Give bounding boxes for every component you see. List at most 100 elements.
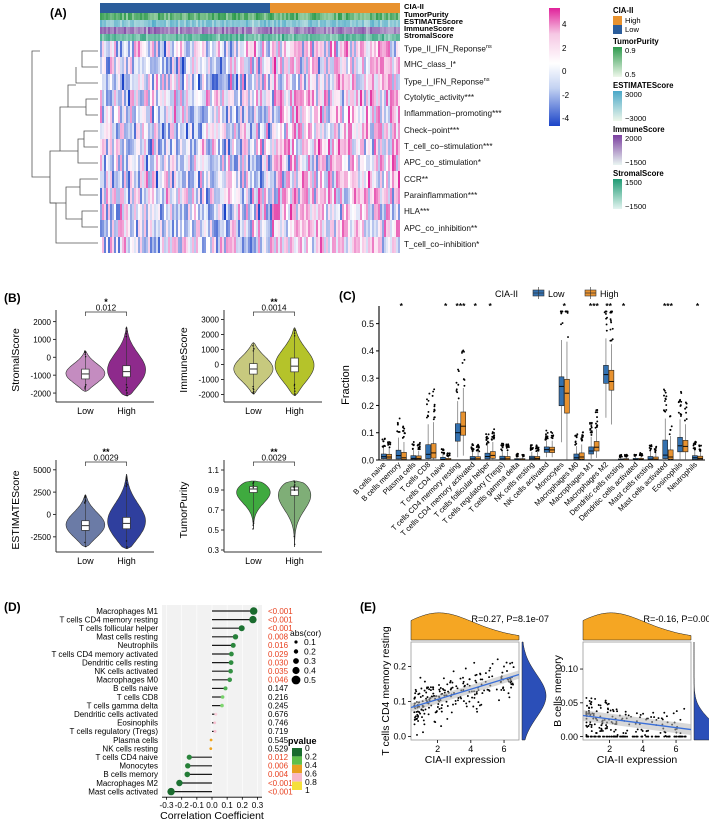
ann-cell-stromalscore [294,34,297,41]
ann-cell-immunescore [332,27,335,34]
heatmap-cell [288,57,291,74]
heatmap-cell [272,57,275,74]
ann-cell-immunescore [382,27,385,34]
ann-cell-immunescore [222,27,225,34]
heatmap-cell [140,171,143,189]
ann-cell-stromalscore [266,34,269,41]
heatmap-cell [288,122,291,140]
scatter-point [683,707,686,710]
heatmap-cell [386,89,389,107]
ann-cell-stromalscore [198,34,201,41]
scatter-point [415,710,418,713]
outlier-point [433,409,436,412]
heatmap-cell [236,57,239,74]
ann-cell-stromalscore [314,34,317,41]
significance-marker: * [474,301,478,311]
ann-cell-immunescore [324,27,327,34]
scatter-point [427,713,430,716]
heatmap-cell [302,41,305,58]
outlier-point [427,410,430,413]
heatmap-cell [340,155,343,172]
size-legend-dot [293,649,299,654]
heatmap-cell [156,171,159,189]
heatmap-cell [372,73,375,91]
heatmap-cell [382,155,385,172]
heatmap-cell [130,138,133,156]
ann-cell-immunescore [134,27,137,34]
heatmap-cell [146,41,149,58]
scatter-point [476,710,479,713]
heatmap-cell [138,41,141,58]
outlier-point [293,489,296,491]
ann-cell-immunescore [150,27,153,34]
x-tick-label: 0.3 [252,801,264,810]
ann-cell-estimatescore [166,20,169,27]
ann-cell-immunescore [314,27,317,34]
heatmap-cell [360,57,363,74]
ann-cell-tumorpurity [254,13,257,20]
boxplot-high [401,425,407,460]
heatmap-cell [306,171,309,189]
heatmap-cell [330,57,333,74]
heatmap-cell [180,106,183,123]
ann-cell-stromalscore [248,34,251,41]
ann-cell-tumorpurity [296,13,299,20]
ann-cell-tumorpurity [390,13,393,20]
heatmap-cell [342,122,345,140]
heatmap-cell [112,106,115,123]
heatmap-cell [222,122,225,140]
ann-cell-immunescore [260,27,263,34]
heatmap-cell [122,57,125,74]
box [469,456,476,461]
ann-cell-stromalscore [144,34,147,41]
heatmap-cell [376,57,379,74]
heatmap-cell [242,73,245,91]
ann-cell-tumorpurity [250,13,253,20]
heatmap-cell [186,171,189,189]
heatmap-cell [210,41,213,58]
ann-cell-tumorpurity [162,13,165,20]
ann-cell-immunescore [396,27,399,34]
heatmap-cell [358,106,361,123]
ann-cell-tumorpurity [146,13,149,20]
heatmap-cell [304,106,307,123]
row-significance: ** [470,223,478,233]
heatmap-cell [120,138,123,156]
scatter-point [593,723,596,726]
heatmap-cell [158,89,161,107]
size-legend-dot [291,675,301,685]
heatmap-cell [238,155,241,172]
ann-cell-tumorpurity [204,13,207,20]
heatmap-cell [252,106,255,123]
ann-cell-tumorpurity [240,13,243,20]
heatmap-cell [344,41,347,58]
scatter-point [474,674,477,677]
ann-cell-tumorpurity [312,13,315,20]
heatmap-cell [124,57,127,74]
heatmap-cell [154,155,157,172]
row-significance: *** [419,207,430,217]
heatmap-cell [224,171,227,189]
heatmap-cell [112,73,115,91]
scatter-point [590,724,593,726]
heatmap-cell [234,89,237,107]
outlier-point [501,446,504,449]
heatmap-cell [220,73,223,91]
heatmap-cell [318,106,321,123]
ann-cell-immunescore [262,27,265,34]
ann-cell-stromalscore [360,34,363,41]
heatmap-cell [320,41,323,58]
heatmap-cell [208,57,211,74]
heatmap-cell [330,155,333,172]
heatmap-cell [366,41,369,58]
box [290,357,299,373]
outlier-point [293,335,296,337]
ann-cell-immunescore [156,27,159,34]
ann-cell-immunescore [296,27,299,34]
heatmap-cell [106,89,109,107]
heatmap-cell [270,138,273,156]
heatmap-cell [156,138,159,156]
ann-cell-estimatescore [284,20,287,27]
ann-cell-tumorpurity [196,13,199,20]
pvalue-legend-swatch [292,773,302,782]
